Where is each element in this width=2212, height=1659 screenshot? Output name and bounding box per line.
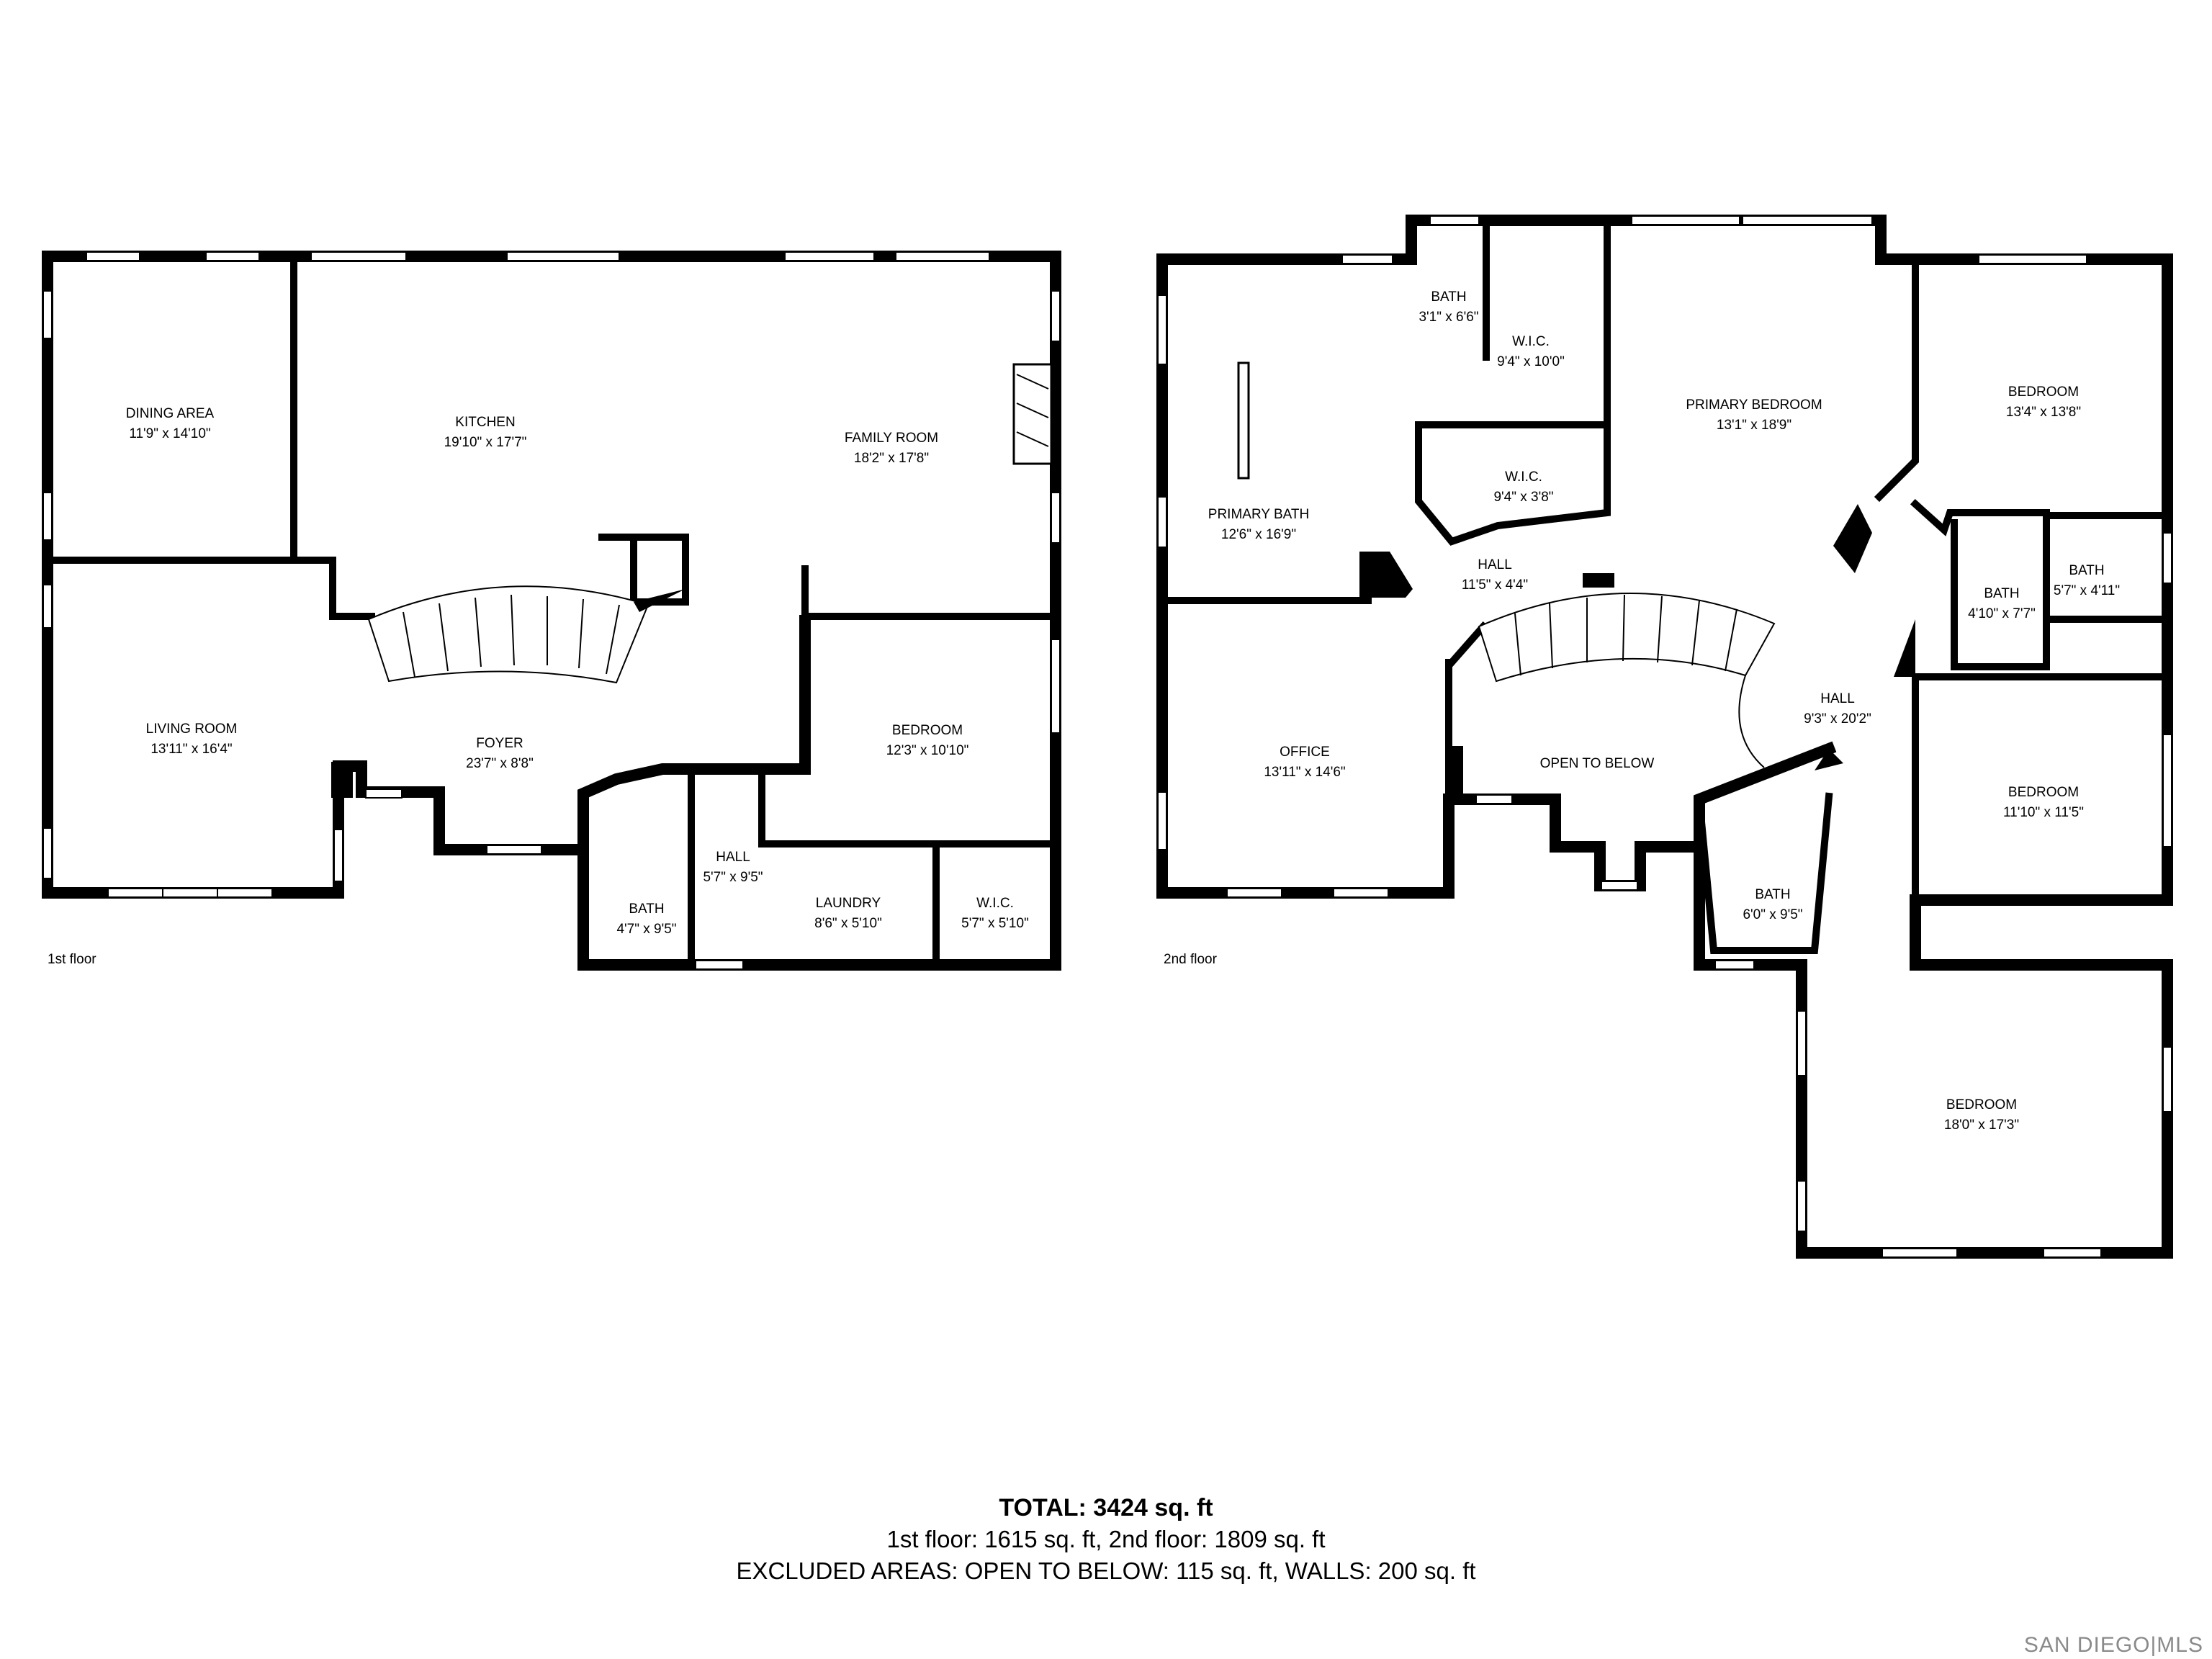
room-name-living-room: LIVING ROOM [146, 721, 238, 737]
room-dims-office: 13'11" x 14'6" [1264, 765, 1345, 780]
room-name-family-room: FAMILY ROOM [845, 431, 938, 446]
room-dims-bedroom-2f-1: 13'4" x 13'8" [2006, 405, 2081, 420]
room-name-primary-bath: PRIMARY BATH [1208, 507, 1309, 522]
room-dims-bath-2f-3: 5'7" x 4'11" [2054, 583, 2120, 598]
room-name-office: OFFICE [1280, 745, 1330, 760]
room-name-wic-2f-2: W.I.C. [1505, 469, 1542, 485]
second-floor-staircase [1478, 593, 1776, 768]
room-name-bedroom-2f-1: BEDROOM [2008, 385, 2079, 400]
first-floor-column [331, 762, 353, 798]
mls-logo: SAN DIEGO|MLS [2023, 1633, 2203, 1657]
room-dims-family-room: 18'2" x 17'8" [854, 451, 929, 466]
room-dims-bedroom: 12'3" x 10'10" [886, 743, 969, 758]
room-dims-foyer: 23'7" x 8'8" [466, 756, 534, 771]
room-dims-wic-2f-2: 9'4" x 3'8" [1493, 490, 1553, 505]
second-floor-plan: BATH 3'1" x 6'6" W.I.C. 9'4" x 10'0" PRI… [1156, 215, 2173, 1259]
room-name-bedroom-2f-3: BEDROOM [1946, 1097, 2017, 1112]
room-name-bath: BATH [629, 902, 664, 917]
room-dims-hall-2f-1: 11'5" x 4'4" [1462, 577, 1528, 593]
second-floor-columns [1359, 504, 1915, 796]
room-name-bath-2f-2: BATH [1984, 586, 2019, 601]
room-name-primary-bedroom: PRIMARY BEDROOM [1686, 397, 1822, 413]
bathtub-icon [1237, 361, 1250, 480]
first-floor-staircase [367, 585, 685, 684]
room-name-bath-2f-1: BATH [1431, 289, 1466, 305]
room-dims-bedroom-2f-2: 11'10" x 11'5" [2003, 805, 2084, 820]
room-name-hall-2f-1: HALL [1478, 557, 1512, 572]
room-dims-bath-2f-1: 3'1" x 6'6" [1419, 310, 1478, 325]
room-name-dining-area: DINING AREA [126, 406, 215, 421]
floor-label-2nd: 2nd floor [1164, 952, 1218, 967]
first-floor-plan: DINING AREA 11'9" x 14'10" KITCHEN 19'10… [42, 251, 1061, 971]
room-dims-hall: 5'7" x 9'5" [703, 870, 763, 885]
floor-areas: 1st floor: 1615 sq. ft, 2nd floor: 1809 … [886, 1526, 1326, 1552]
area-summary: TOTAL: 3424 sq. ft 1st floor: 1615 sq. f… [0, 1492, 2212, 1587]
room-name-bedroom: BEDROOM [892, 723, 963, 738]
room-name-laundry: LAUNDRY [816, 896, 881, 911]
room-dims-primary-bedroom: 13'1" x 18'9" [1717, 418, 1791, 433]
room-name-hall: HALL [716, 850, 750, 865]
room-name-open-to-below: OPEN TO BELOW [1540, 756, 1655, 771]
room-dims-dining-area: 11'9" x 14'10" [129, 426, 210, 441]
room-name-foyer: FOYER [476, 736, 523, 751]
room-name-bedroom-2f-2: BEDROOM [2008, 785, 2079, 800]
room-dims-kitchen: 19'10" x 17'7" [444, 435, 527, 450]
room-dims-bath: 4'7" x 9'5" [616, 922, 676, 937]
room-name-bath-2f-4: BATH [1755, 887, 1790, 902]
first-floor-room-labels: DINING AREA 11'9" x 14'10" KITCHEN 19'10… [126, 406, 1029, 937]
first-floor-windows [42, 251, 1061, 970]
room-dims-bath-2f-2: 4'10" x 7'7" [1968, 606, 2036, 621]
room-name-wic: W.I.C. [976, 896, 1014, 911]
room-dims-bedroom-2f-3: 18'0" x 17'3" [1944, 1118, 2019, 1133]
room-name-wic-2f-1: W.I.C. [1512, 334, 1550, 349]
room-dims-laundry: 8'6" x 5'10" [814, 916, 882, 931]
second-floor-windows [1157, 215, 2172, 1258]
room-dims-bath-2f-4: 6'0" x 9'5" [1743, 907, 1802, 922]
room-name-kitchen: KITCHEN [455, 415, 515, 430]
room-dims-wic: 5'7" x 5'10" [961, 916, 1029, 931]
floor-label-1st: 1st floor [48, 952, 96, 967]
room-name-hall-2f-2: HALL [1820, 691, 1855, 706]
room-dims-living-room: 13'11" x 16'4" [150, 742, 232, 757]
total-area: TOTAL: 3424 sq. ft [999, 1494, 1213, 1521]
room-dims-wic-2f-1: 9'4" x 10'0" [1497, 354, 1565, 369]
fireplace-icon [1012, 363, 1053, 465]
excluded-areas: EXCLUDED AREAS: OPEN TO BELOW: 115 sq. f… [736, 1557, 1476, 1584]
room-name-bath-2f-3: BATH [2069, 563, 2104, 578]
second-floor-room-labels: BATH 3'1" x 6'6" W.I.C. 9'4" x 10'0" PRI… [1208, 289, 2120, 1133]
room-dims-hall-2f-2: 9'3" x 20'2" [1804, 711, 1871, 727]
room-dims-primary-bath: 12'6" x 16'9" [1221, 527, 1296, 542]
